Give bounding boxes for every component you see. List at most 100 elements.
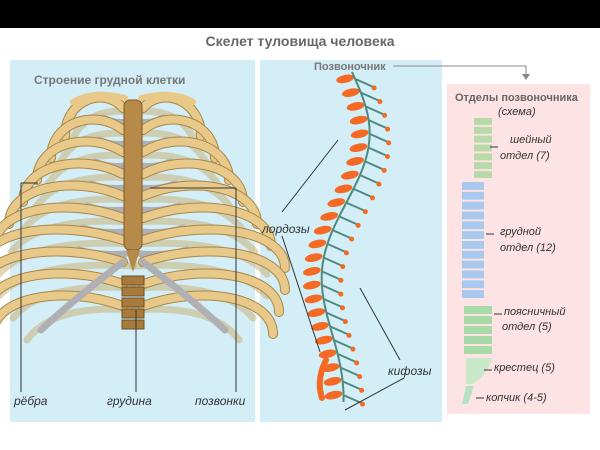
spinous-process bbox=[364, 160, 384, 171]
thoracic-vertebra bbox=[462, 290, 484, 298]
lumbar-vertebra bbox=[464, 336, 492, 344]
cervical-vertebra bbox=[474, 118, 492, 125]
process-tip bbox=[381, 167, 387, 173]
chest-panel-title: Строение грудной клетки bbox=[34, 73, 186, 87]
vertebral-body bbox=[304, 294, 323, 304]
cervical-vertebra bbox=[474, 126, 492, 134]
lordosis-pointer-bottom bbox=[281, 235, 321, 353]
back-rib bbox=[23, 305, 137, 344]
costal-arch bbox=[139, 258, 229, 334]
cervical-vertebra bbox=[474, 171, 492, 178]
costal-arch bbox=[37, 258, 127, 334]
vertebral-body bbox=[334, 184, 353, 194]
process-tip bbox=[339, 305, 345, 311]
process-tip bbox=[338, 291, 344, 297]
spinous-process bbox=[345, 201, 365, 212]
cervical-vertebra bbox=[474, 135, 492, 143]
cervical-label-line2: отдел (7) bbox=[500, 150, 550, 162]
cervical-vertebra bbox=[474, 144, 492, 152]
vertebra bbox=[121, 297, 145, 308]
spinous-process bbox=[333, 339, 353, 350]
spine-illustration bbox=[281, 65, 530, 411]
process-tip bbox=[357, 374, 363, 380]
rib bbox=[19, 159, 127, 206]
upper-rib bbox=[138, 91, 196, 105]
process-tip bbox=[342, 319, 348, 325]
thoracic-vertebra bbox=[462, 270, 484, 279]
spinous-process bbox=[342, 380, 362, 391]
cervical-vertebra bbox=[474, 162, 492, 170]
rib bbox=[139, 203, 275, 250]
cervical-vertebra bbox=[474, 153, 492, 161]
rib bbox=[0, 291, 127, 323]
lumbar-vertebra bbox=[464, 346, 492, 354]
spinous-process bbox=[368, 119, 388, 130]
process-tip bbox=[338, 277, 344, 283]
process-tip bbox=[346, 332, 352, 338]
process-tip bbox=[340, 264, 346, 270]
spinous-process bbox=[343, 394, 362, 405]
vertebral-body bbox=[307, 308, 326, 317]
spinous-process bbox=[332, 229, 352, 240]
thoracic-vertebra bbox=[462, 201, 484, 210]
rib bbox=[5, 181, 127, 228]
lumbar-label-line1: поясничный bbox=[504, 306, 566, 318]
vertebral-body bbox=[342, 88, 360, 97]
spinous-process bbox=[338, 215, 358, 226]
vertebral-body bbox=[336, 74, 354, 84]
vertebral-body bbox=[303, 280, 321, 290]
lordosis-label: лордозы bbox=[262, 222, 310, 236]
upper-rib bbox=[70, 91, 128, 105]
cervical-label-line1: шейный bbox=[510, 134, 552, 146]
vertebral-body bbox=[315, 335, 333, 345]
coccyx-block bbox=[462, 386, 474, 404]
thoracic-vertebra bbox=[462, 280, 484, 289]
vertebral-body bbox=[350, 129, 369, 139]
lumbar-vertebra bbox=[464, 316, 492, 324]
back-rib bbox=[129, 305, 243, 344]
sternum bbox=[123, 99, 143, 251]
spine-sections-scheme bbox=[462, 118, 502, 404]
process-tip bbox=[359, 387, 365, 393]
thoracic-vertebra bbox=[462, 211, 484, 220]
process-tip bbox=[376, 181, 382, 187]
process-tip bbox=[360, 401, 366, 407]
rib bbox=[0, 225, 127, 246]
spinal-cord bbox=[320, 71, 371, 403]
sternum-label: грудина bbox=[107, 394, 152, 408]
process-tip bbox=[355, 222, 361, 228]
rib bbox=[139, 291, 277, 338]
thoracic-vertebra bbox=[462, 191, 484, 200]
process-tip bbox=[371, 85, 377, 91]
vertebral-body bbox=[346, 157, 364, 166]
spinous-process bbox=[365, 105, 385, 116]
vertebral-body bbox=[313, 225, 332, 235]
vertebral-body bbox=[318, 349, 337, 359]
vertebral-body bbox=[304, 253, 323, 262]
kyphosis-label: кифозы bbox=[388, 364, 432, 378]
spinous-process bbox=[337, 352, 357, 363]
spinous-process bbox=[360, 91, 380, 102]
spinous-process bbox=[321, 270, 341, 281]
process-tip bbox=[384, 154, 390, 160]
process-tip bbox=[377, 99, 383, 105]
process-tip bbox=[382, 112, 388, 118]
vertebrae-label: позвонки bbox=[195, 394, 246, 408]
spinous-process bbox=[354, 77, 374, 88]
vertebral-body bbox=[327, 198, 346, 207]
rib bbox=[139, 225, 289, 272]
coccyx-label: копчик (4-5) bbox=[486, 392, 547, 404]
process-tip bbox=[343, 250, 349, 256]
sacrum-curve bbox=[316, 357, 329, 401]
rib bbox=[139, 159, 247, 206]
vertebral-body bbox=[349, 143, 368, 152]
spinous-process bbox=[325, 311, 345, 322]
thoracic-vertebra bbox=[462, 221, 484, 230]
top-black-bar bbox=[0, 0, 600, 28]
rib bbox=[0, 247, 127, 268]
sacrum-label: крестец (5) bbox=[494, 362, 555, 374]
thoracic-vertebra bbox=[462, 260, 484, 269]
process-tip bbox=[350, 346, 356, 352]
process-tip bbox=[349, 236, 355, 242]
